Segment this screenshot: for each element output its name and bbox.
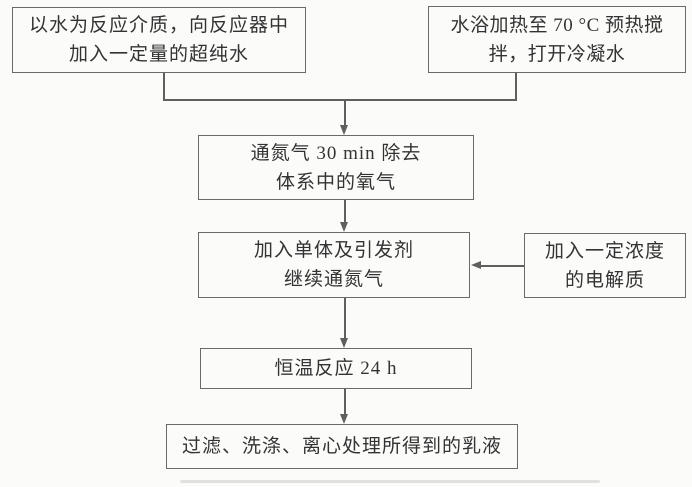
connector-left-drop-line	[163, 73, 165, 100]
flow-step-add-electrolyte-line1: 加入一定浓度	[544, 240, 665, 262]
flow-step-preheat-line1: 水浴加热至 70 °C 预热搅	[450, 14, 664, 36]
connector-electrolyte-line	[481, 265, 524, 267]
flow-step-purge-nitrogen-line2: 体系中的氧气	[275, 171, 396, 193]
arrow-left-icon	[471, 261, 481, 269]
flow-step-post-treatment: 过滤、洗涤、离心处理所得到的乳液	[166, 424, 518, 469]
flow-step-isothermal-reaction-line1: 恒温反应 24 h	[274, 358, 398, 379]
flow-step-purge-nitrogen-line1: 通氮气 30 min 除去	[250, 142, 422, 164]
connector-merge-line	[163, 99, 517, 101]
flow-step-add-electrolyte: 加入一定浓度 的电解质	[524, 233, 686, 298]
connector-to-reaction-line	[344, 298, 346, 340]
arrow-down-icon	[340, 414, 348, 424]
connector-to-purge-line	[344, 100, 346, 127]
connector-to-monomer-line	[344, 200, 346, 224]
flow-step-add-electrolyte-line2: 的电解质	[564, 269, 645, 291]
page-edge-artifact	[180, 480, 600, 483]
flow-step-add-monomer-line2: 继续通氮气	[283, 269, 384, 290]
flow-step-post-treatment-line1: 过滤、洗涤、离心处理所得到的乳液	[181, 436, 502, 457]
flow-step-purge-nitrogen: 通氮气 30 min 除去 体系中的氧气	[198, 135, 474, 200]
arrow-down-icon	[340, 338, 348, 348]
arrow-down-icon	[340, 125, 348, 135]
flow-step-add-water-line2: 加入一定量的超纯水	[68, 44, 249, 65]
arrow-down-icon	[340, 222, 348, 232]
flow-step-add-water-line1: 以水为反应介质，向反应器中	[28, 15, 289, 36]
flow-step-preheat-line2: 拌，打开冷凝水	[488, 43, 626, 65]
connector-right-drop-line	[515, 73, 517, 100]
flow-step-isothermal-reaction: 恒温反应 24 h	[200, 348, 472, 389]
flow-step-add-water: 以水为反应介质，向反应器中 加入一定量的超纯水	[12, 7, 306, 73]
connector-to-post-treatment-line	[344, 389, 346, 416]
flow-step-add-monomer-line1: 加入单体及引发剂	[253, 240, 414, 261]
flow-step-preheat: 水浴加热至 70 °C 预热搅 拌，打开冷凝水	[428, 6, 686, 73]
flow-step-add-monomer: 加入单体及引发剂 继续通氮气	[198, 232, 470, 298]
